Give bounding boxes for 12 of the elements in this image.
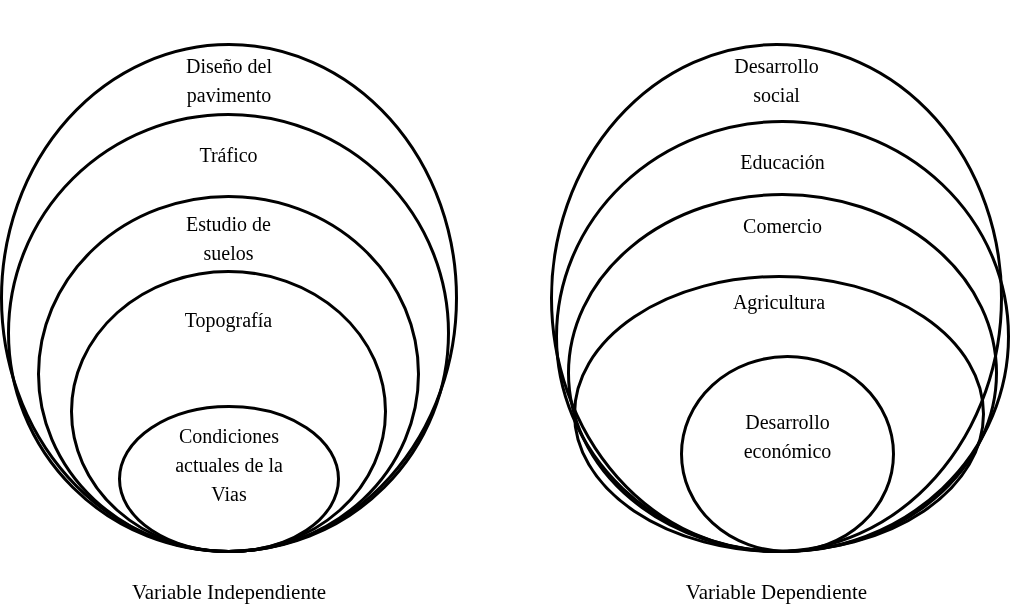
- ellipse-label: Topografía: [183, 308, 274, 334]
- ellipse-label: Educación: [739, 150, 826, 175]
- caption-text: Variable Independiente: [131, 580, 327, 604]
- ellipse-label: Estudio de suelos: [185, 212, 272, 266]
- caption-text: Variable Dependiente: [685, 580, 868, 604]
- ellipse-label: Desarrollo económico: [742, 410, 833, 464]
- ellipse-label: Desarrollo social: [733, 54, 820, 108]
- ellipse-label: Agricultura: [731, 290, 827, 316]
- ellipse-label: Diseño del pavimento: [184, 54, 274, 109]
- ellipse-label: Condiciones actuales de la Vias: [174, 424, 284, 507]
- ellipse-label: Comercio: [742, 214, 823, 239]
- ellipse-label: Tráfico: [198, 143, 259, 168]
